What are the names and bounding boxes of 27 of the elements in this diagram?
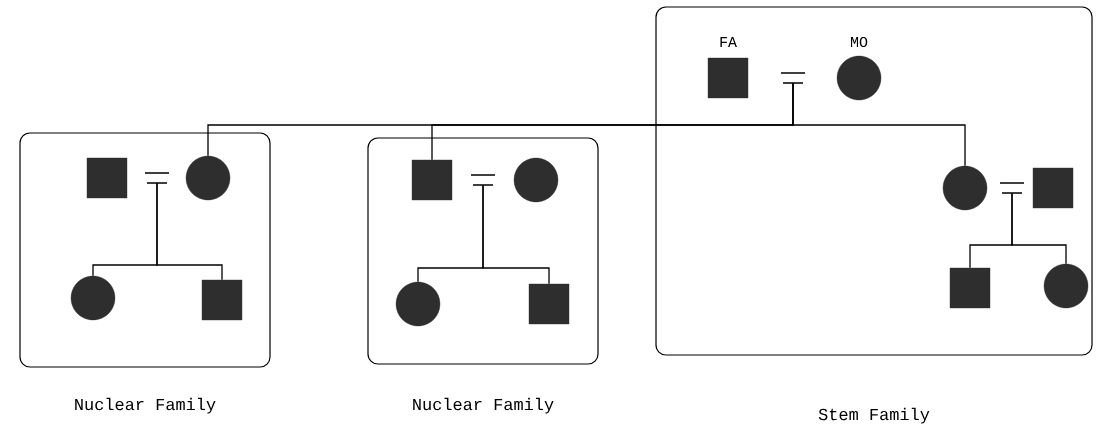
marriage-sign	[144, 172, 170, 184]
node-label: Stem Family	[818, 407, 930, 424]
female-circle	[1043, 263, 1089, 309]
female-circle	[395, 281, 441, 327]
marriage-sign	[780, 72, 806, 84]
male-square	[1032, 167, 1074, 209]
marriage-sign	[999, 182, 1025, 194]
female-circle	[942, 165, 988, 211]
female-circle	[185, 155, 231, 201]
female-circle	[70, 275, 116, 321]
marriage-sign	[470, 174, 496, 186]
descent-line	[792, 82, 966, 167]
descent-line	[156, 182, 223, 281]
male-square	[949, 267, 991, 309]
male-square	[201, 279, 243, 321]
male-square	[411, 159, 453, 201]
male-square	[528, 283, 570, 325]
person-label: FA	[720, 37, 737, 47]
node-label: Nuclear Family	[413, 397, 554, 414]
family-box: Nuclear Family	[19, 132, 271, 414]
descent-line	[482, 184, 550, 285]
node-label: Nuclear Family	[75, 397, 216, 414]
female-circle	[513, 157, 559, 203]
male-square	[86, 157, 128, 199]
family-box: Nuclear Family	[367, 137, 599, 414]
person-label: MO	[851, 36, 868, 48]
descent-line	[1011, 192, 1067, 265]
